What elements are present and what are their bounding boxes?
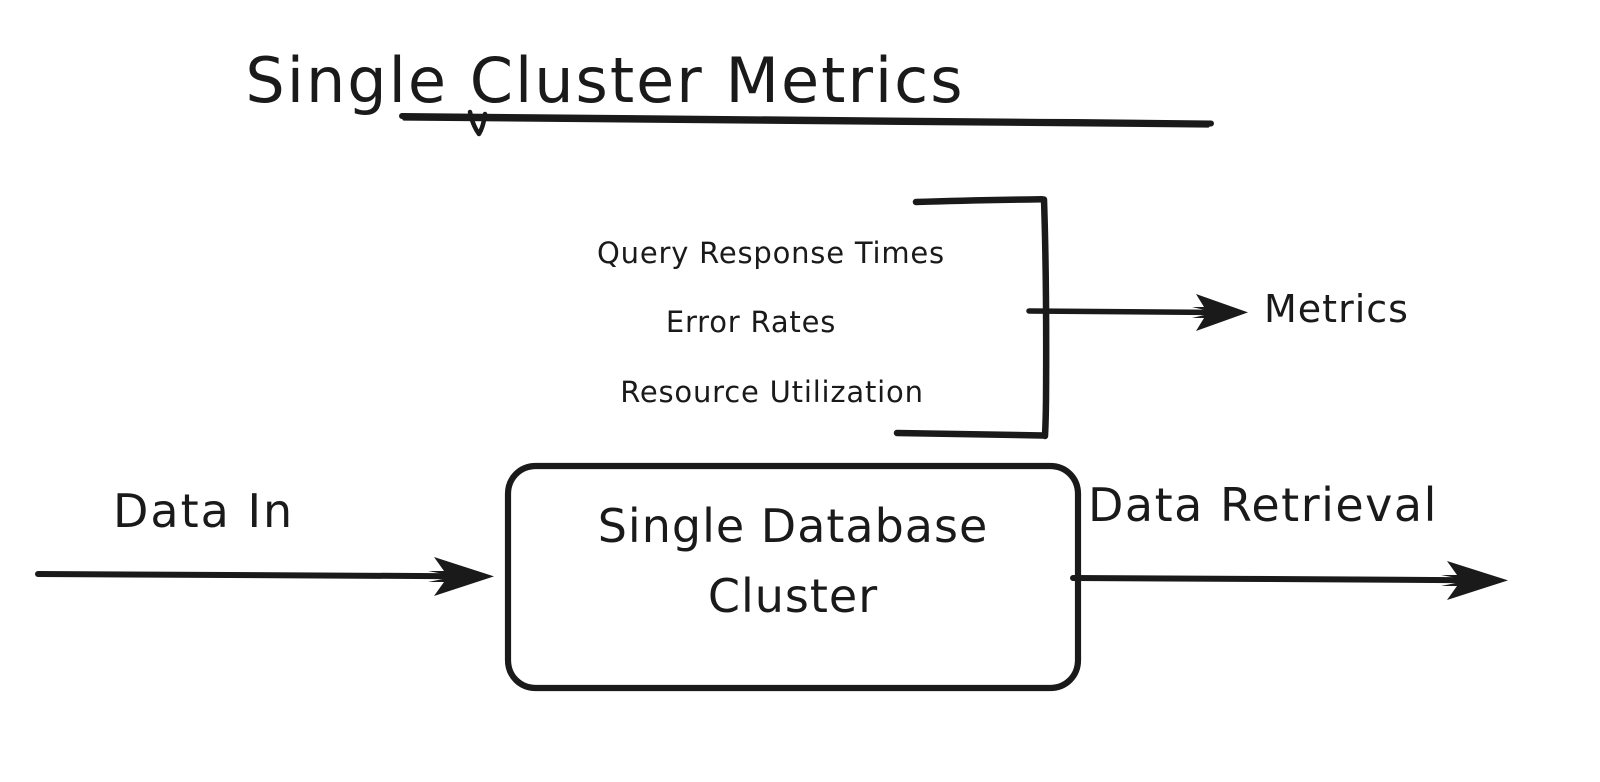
data-retrieval-label: Data Retrieval (1088, 478, 1438, 532)
metrics-emit-arrow (1026, 294, 1248, 331)
data-in-label: Data In (113, 484, 295, 538)
metric-label-error-rates: Error Rates (665, 305, 837, 339)
cluster-box-label: Single Database Cluster (508, 492, 1078, 632)
metric-label-resource-utilization: Resource Utilization (620, 375, 924, 409)
data-retrieval-arrow (1070, 561, 1508, 600)
data-in-arrow (35, 557, 494, 596)
metrics-output-label: Metrics (1264, 287, 1409, 331)
metric-label-query-response-times: Query Response Times (597, 236, 945, 270)
cluster-box-label-line-1: Single Database (597, 499, 989, 553)
page-title: Single Cluster Metrics (245, 44, 965, 117)
cluster-box-label-line-2: Cluster (707, 568, 879, 623)
